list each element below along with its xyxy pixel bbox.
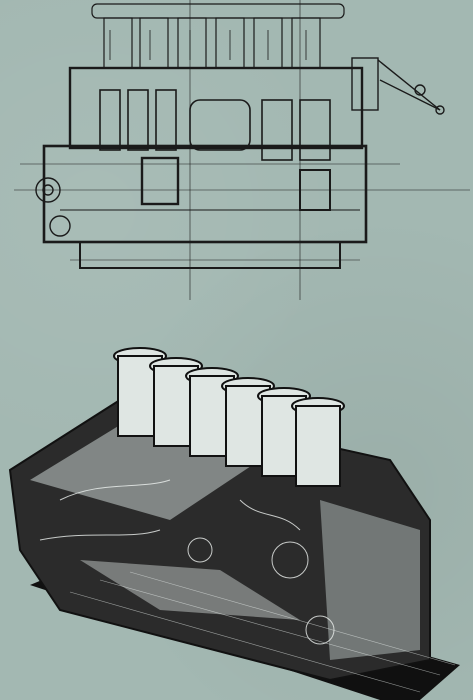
engine-cross-section-drawing bbox=[14, 0, 470, 300]
floor-grid bbox=[69, 571, 456, 693]
gear-case bbox=[320, 500, 420, 660]
intake-stacks bbox=[103, 17, 321, 69]
front-gears bbox=[35, 177, 71, 237]
cylinder-head bbox=[68, 66, 364, 150]
intake-plate bbox=[91, 3, 345, 19]
intake-trumpets bbox=[113, 347, 345, 487]
crankshaft bbox=[60, 156, 360, 211]
mechanical-details bbox=[39, 479, 335, 645]
distributor bbox=[351, 57, 445, 115]
cylinders bbox=[99, 89, 331, 161]
sump bbox=[79, 242, 341, 269]
engine-cutaway-illustration bbox=[8, 347, 460, 700]
